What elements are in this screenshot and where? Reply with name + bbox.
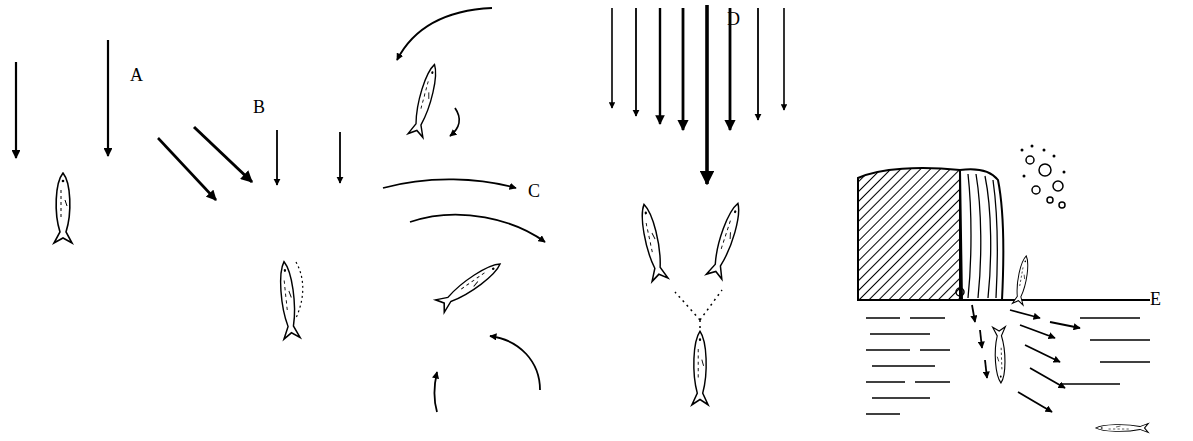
figure-letter: D <box>727 10 740 28</box>
figure-letter: C <box>528 182 540 200</box>
figure-letter: A <box>130 66 143 84</box>
figure-letter: E <box>1150 290 1161 308</box>
figure-letter: B <box>253 98 265 116</box>
